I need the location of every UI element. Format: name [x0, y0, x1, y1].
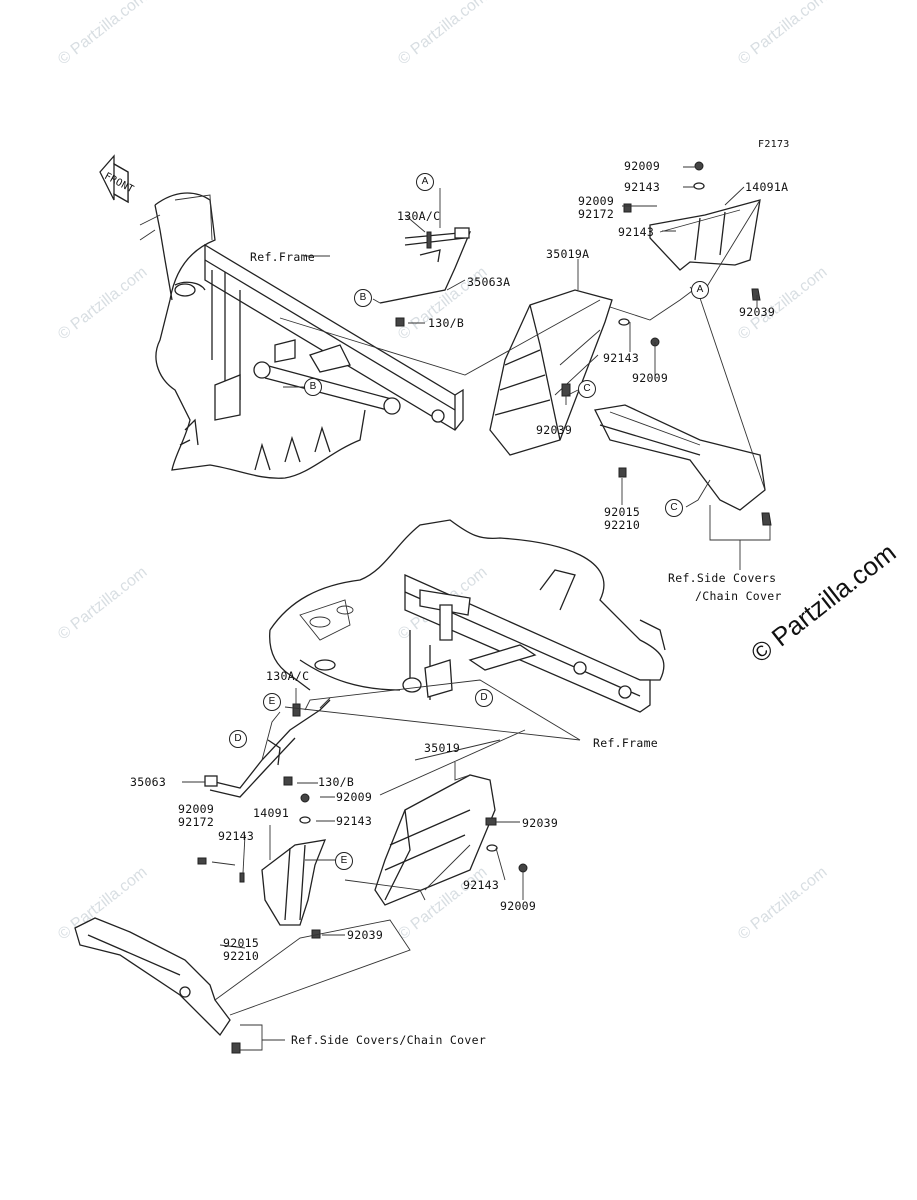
part-label-35019: 35019 — [424, 741, 461, 755]
part-label-92015: 92015 — [604, 505, 641, 519]
part-label-92143: 92143 — [463, 878, 500, 892]
callout-a: A — [416, 173, 434, 191]
part-label-92039: 92039 — [347, 928, 384, 942]
ref-frame-label: Ref.Frame — [593, 736, 659, 750]
callout-a: A — [691, 281, 709, 299]
part-label-130ac: 130A/C — [266, 669, 310, 683]
part-label-92143: 92143 — [618, 225, 655, 239]
part-label-92015: 92015 — [223, 936, 260, 950]
chain-cover-bottom — [74, 917, 231, 1037]
bottom-leader-lines — [182, 679, 581, 1051]
guard-35019a — [489, 289, 613, 456]
stay-35063 — [204, 699, 331, 798]
top-fasteners — [395, 161, 772, 526]
cover-14091a — [649, 199, 761, 271]
part-label-92172: 92172 — [178, 815, 215, 829]
callout-c: C — [665, 499, 683, 517]
callout-d: D — [475, 689, 493, 707]
callout-e: E — [335, 852, 353, 870]
figure-code: F2173 — [758, 139, 790, 150]
ref-side-covers-label: Ref.Side Covers — [668, 571, 777, 585]
callout-b: B — [304, 378, 322, 396]
part-label-92143: 92143 — [624, 180, 661, 194]
part-label-92210: 92210 — [223, 949, 260, 963]
callout-c: C — [578, 380, 596, 398]
callout-b: B — [354, 289, 372, 307]
ref-chain-cover-label: /Chain Cover — [695, 589, 782, 603]
bottom-fasteners — [197, 703, 528, 1054]
part-label-35019a: 35019A — [546, 247, 590, 261]
part-label-14091a: 14091A — [745, 180, 789, 194]
part-label-92143: 92143 — [603, 351, 640, 365]
chain-cover-top — [594, 404, 766, 511]
part-label-130ac: 130A/C — [397, 209, 441, 223]
front-arrow-icon — [99, 154, 129, 204]
part-label-35063a: 35063A — [467, 275, 511, 289]
part-label-92039: 92039 — [522, 816, 559, 830]
part-label-130b: 130/B — [428, 316, 465, 330]
ref-side-covers-chain-cover-label: Ref.Side Covers/Chain Cover — [291, 1033, 487, 1047]
part-label-92009: 92009 — [500, 899, 537, 913]
top-leader-lines — [279, 166, 771, 570]
part-label-92009: 92009 — [178, 802, 215, 816]
part-label-92210: 92210 — [604, 518, 641, 532]
part-label-92009: 92009 — [624, 159, 661, 173]
part-label-14091: 14091 — [253, 806, 290, 820]
part-label-92172: 92172 — [578, 207, 615, 221]
guard-35019 — [374, 774, 496, 906]
stay-35063a — [379, 227, 472, 304]
ref-frame-label: Ref.Frame — [250, 250, 316, 264]
part-label-92009: 92009 — [336, 790, 373, 804]
bottom-frame-outline — [269, 519, 666, 713]
callout-e: E — [263, 693, 281, 711]
top-frame-outline — [139, 192, 464, 479]
callout-d: D — [229, 730, 247, 748]
cover-14091 — [261, 839, 327, 926]
part-label-92009: 92009 — [632, 371, 669, 385]
part-label-92039: 92039 — [739, 305, 776, 319]
part-label-35063: 35063 — [130, 775, 167, 789]
part-label-92143: 92143 — [218, 829, 255, 843]
part-label-92039: 92039 — [536, 423, 573, 437]
part-label-92009: 92009 — [578, 194, 615, 208]
part-label-92143: 92143 — [336, 814, 373, 828]
part-label-130b: 130/B — [318, 775, 355, 789]
